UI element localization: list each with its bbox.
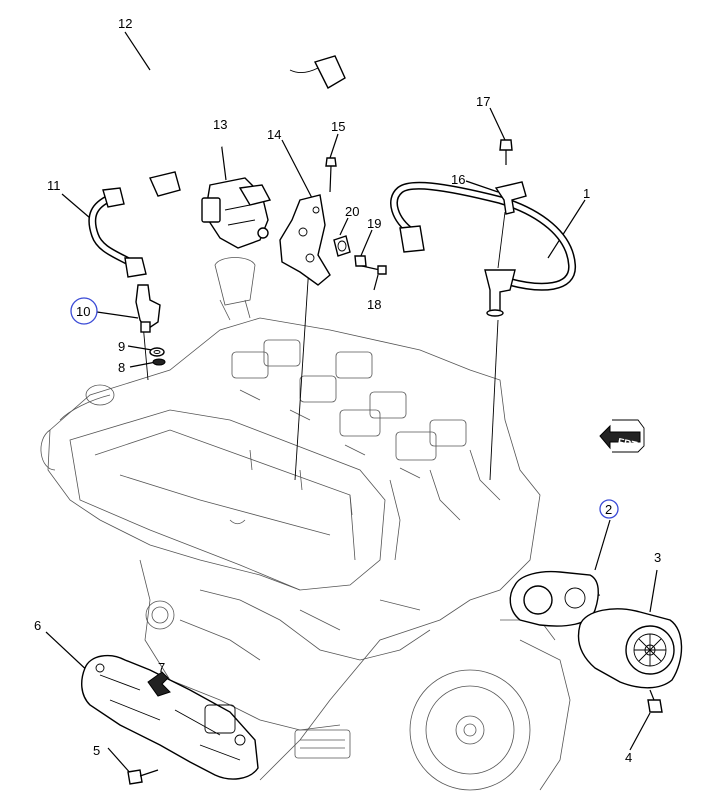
callout-19: 19 [367, 216, 381, 231]
callout-10-ring [70, 297, 98, 325]
callout-14: 14 [267, 127, 281, 142]
front-indicator: FRT [599, 419, 645, 453]
sensor-10[interactable] [135, 284, 161, 333]
callout-1: 1 [583, 186, 590, 201]
spacer-20[interactable] [333, 235, 351, 257]
callout-11: 11 [47, 178, 61, 193]
flywheel [409, 669, 531, 791]
callout-18: 18 [367, 297, 381, 312]
bracket-14[interactable] [279, 194, 331, 286]
bolt-17[interactable] [499, 139, 513, 165]
callout-2-ring [599, 499, 619, 519]
housing-3[interactable] [577, 608, 683, 689]
callout-9: 9 [118, 339, 125, 354]
washer-9[interactable] [149, 347, 165, 357]
callout-10: 10 [76, 304, 90, 319]
vent-tube-1[interactable] [390, 181, 576, 317]
callout-13: 13 [213, 117, 227, 132]
ignition-coils [231, 339, 467, 479]
callout-15: 15 [331, 119, 345, 134]
direction-arrow-7 [147, 671, 171, 697]
bolt-18[interactable] [361, 265, 387, 275]
callout-7: 7 [158, 660, 165, 675]
nut-19[interactable] [354, 255, 367, 267]
seal-8[interactable] [152, 358, 166, 366]
callout-6: 6 [34, 618, 41, 633]
solenoid-valve-13[interactable] [201, 177, 272, 249]
callout-5: 5 [93, 743, 100, 758]
bolt-5[interactable] [127, 769, 159, 785]
engine-assembly [40, 257, 571, 791]
callout-8: 8 [118, 360, 125, 375]
hose-11[interactable] [88, 187, 147, 278]
callout-16: 16 [451, 172, 465, 187]
bolt-4[interactable] [647, 689, 663, 713]
callout-20: 20 [345, 204, 359, 219]
callout-12: 12 [118, 16, 132, 31]
callout-4: 4 [625, 750, 632, 765]
leader-lines [45, 31, 658, 776]
callout-3: 3 [654, 550, 661, 565]
front-indicator-label: FRT [617, 437, 638, 452]
gasket-2[interactable] [509, 570, 599, 627]
callout-17: 17 [476, 94, 490, 109]
callout-2: 2 [605, 502, 612, 517]
sensor-16[interactable] [494, 181, 527, 215]
manifold-6[interactable] [81, 654, 259, 780]
bolt-15[interactable] [325, 157, 337, 193]
breather-hose-12[interactable] [121, 35, 346, 197]
callout-labels: 1 2 3 4 5 6 7 8 9 10 11 12 13 14 15 16 1… [34, 16, 661, 765]
